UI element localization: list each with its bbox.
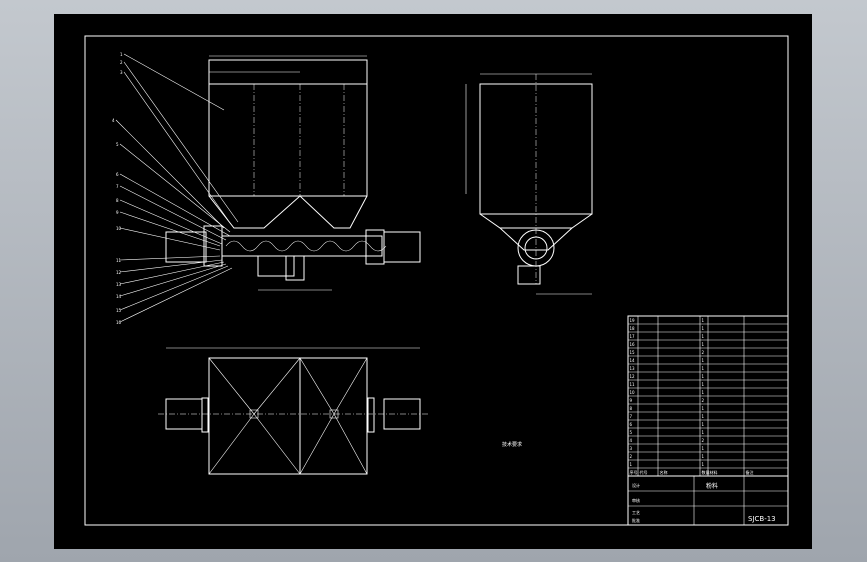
side-view — [465, 73, 593, 295]
bom-cell: 7 — [630, 414, 633, 419]
balloon-5: 5 — [116, 142, 119, 147]
bom-cell: 17 — [630, 334, 636, 339]
balloon-9: 9 — [116, 210, 119, 215]
bom-header-cell: 名称 — [660, 469, 668, 475]
bom-cell: 1 — [702, 422, 705, 427]
balloon-7: 7 — [116, 184, 119, 189]
sign-approve: 批准 — [632, 517, 640, 523]
notes-heading: 技术要求 — [502, 441, 522, 448]
bom-cell: 1 — [702, 326, 705, 331]
bom-cell: 8 — [630, 406, 633, 411]
balloon-10: 10 — [116, 226, 122, 231]
balloon-labels: 1 2 3 4 5 6 7 8 9 10 11 12 13 14 15 16 — [112, 52, 123, 325]
sign-design: 设计 — [632, 482, 640, 488]
bom-cell: 4 — [630, 438, 633, 443]
screw-tube — [221, 235, 383, 257]
bom-header-cell: 备注 — [746, 469, 754, 475]
bom-cell: 5 — [630, 430, 633, 435]
balloon-13: 13 — [116, 282, 122, 287]
technical-notes: 技术要求 — [502, 441, 522, 448]
bom-cell: 1 — [702, 358, 705, 363]
bom-cell: 1 — [702, 382, 705, 387]
balloon-1: 1 — [120, 52, 123, 57]
bom-cell: 2 — [702, 398, 705, 403]
bom-cell: 3 — [630, 446, 633, 451]
drawing-number: SJCB-13 — [748, 515, 776, 523]
bom-header-cell: 代号 — [640, 469, 648, 475]
outlet-neck — [285, 255, 305, 281]
bom-cell: 15 — [630, 350, 636, 355]
bom-cell: 11 — [630, 382, 636, 387]
balloon-2: 2 — [120, 60, 123, 65]
bom-cell: 14 — [630, 358, 636, 363]
balloon-4: 4 — [112, 118, 115, 123]
balloon-11: 11 — [116, 258, 122, 263]
bom-cell: 1 — [702, 318, 705, 323]
balloon-6: 6 — [116, 172, 119, 177]
balloon-15: 15 — [116, 308, 122, 313]
bom-cell: 1 — [702, 334, 705, 339]
hopper-cones — [208, 195, 368, 229]
engineering-drawing: 1 2 3 4 5 6 7 8 9 10 11 12 13 14 15 16 — [84, 35, 789, 526]
balloon-12: 12 — [116, 270, 122, 275]
front-view: 1 2 3 4 5 6 7 8 9 10 11 12 13 14 15 16 — [112, 52, 421, 325]
bom-cell: 1 — [630, 462, 633, 467]
discharge-spout — [257, 255, 295, 277]
bom-header-cell: 数量 — [702, 469, 710, 475]
balloon-8: 8 — [116, 198, 119, 203]
side-outlet — [517, 265, 541, 285]
sign-process: 工艺 — [632, 510, 640, 515]
plan-view — [158, 347, 428, 475]
bom-cell: 1 — [702, 342, 705, 347]
balloon-14: 14 — [116, 294, 122, 299]
bom-header-cell: 材料 — [710, 469, 718, 475]
bom-header-cell: 序号 — [630, 469, 638, 475]
bom-cell: 1 — [702, 366, 705, 371]
bom-cell: 19 — [630, 318, 636, 323]
motor-right-body — [383, 231, 421, 263]
bom-cell: 18 — [630, 326, 636, 331]
bom-cell: 10 — [630, 390, 636, 395]
balloon-3: 3 — [120, 70, 123, 75]
leader-lines — [115, 53, 239, 323]
balloon-16: 16 — [116, 320, 122, 325]
bom-cell: 1 — [702, 374, 705, 379]
bom-cell: 16 — [630, 342, 636, 347]
sign-review: 审核 — [632, 497, 640, 503]
bom-cell: 6 — [630, 422, 633, 427]
plan-hopper-outline — [208, 357, 368, 475]
bom-cell: 9 — [630, 398, 633, 403]
sheet-border — [84, 35, 789, 526]
drawing-title: 粉料 — [706, 482, 718, 490]
hopper-body — [208, 83, 368, 197]
side-flange-inner — [524, 236, 548, 260]
bom-cell: 1 — [702, 430, 705, 435]
bom-cell: 1 — [702, 406, 705, 411]
bom-cell: 1 — [702, 414, 705, 419]
bom-cell: 1 — [702, 462, 705, 467]
bom-cell: 1 — [702, 446, 705, 451]
bom-cell: 13 — [630, 366, 636, 371]
right-bearing-housing — [365, 229, 385, 265]
plan-motor-right — [383, 398, 421, 430]
bom-cell: 12 — [630, 374, 636, 379]
bom-cell: 2 — [702, 438, 705, 443]
screw-flight — [225, 240, 387, 252]
bom-cell: 2 — [630, 454, 633, 459]
bom-cell: 1 — [702, 454, 705, 459]
drawing-canvas[interactable]: 1 2 3 4 5 6 7 8 9 10 11 12 13 14 15 16 — [54, 14, 812, 549]
bom-cell: 2 — [702, 350, 705, 355]
bom-cell: 1 — [702, 390, 705, 395]
